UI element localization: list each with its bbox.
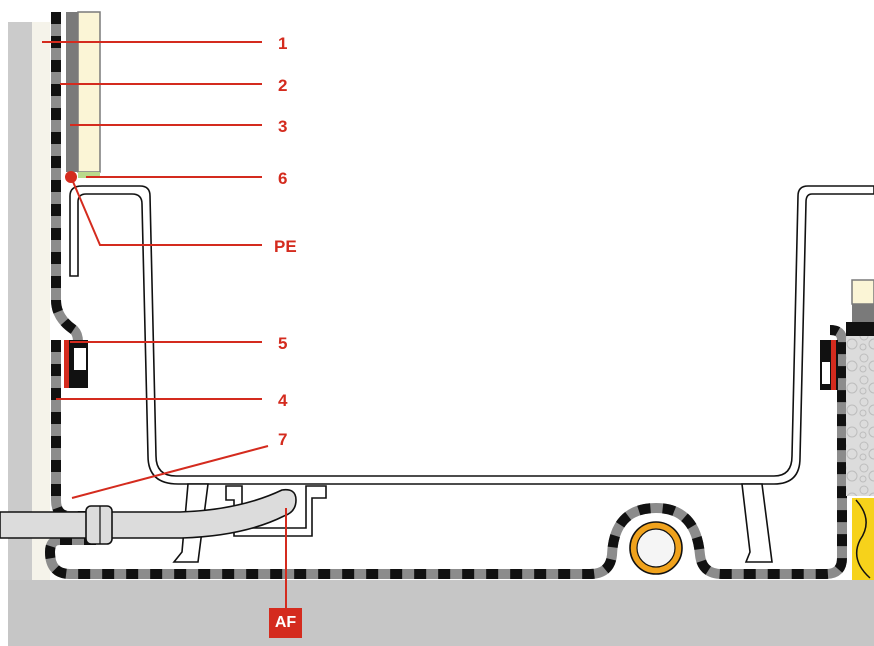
right-black-block (846, 322, 874, 336)
lower-tile-right-inner (822, 362, 830, 384)
label-7: 7 (278, 430, 287, 449)
lower-tile-left-inner (74, 348, 86, 370)
right-adhesive (852, 304, 874, 322)
wall-tile (77, 11, 101, 173)
label-pe: PE (274, 237, 297, 256)
leader-pe (70, 176, 262, 246)
shower-tray (69, 185, 874, 485)
label-3: 3 (278, 117, 287, 136)
drain-pipe (0, 488, 297, 539)
label-6: 6 (278, 169, 287, 188)
label-af: AF (269, 608, 302, 638)
label-2: 2 (278, 76, 287, 95)
sealing-tape-right (831, 340, 836, 390)
label-4: 4 (278, 391, 288, 410)
label-5: 5 (278, 334, 287, 353)
right-insulation (846, 336, 874, 496)
joint-seal (78, 172, 100, 178)
wall-plaster (32, 22, 50, 582)
sealing-tape-left (64, 340, 69, 388)
tile-adhesive (66, 12, 78, 172)
floor-slab (8, 580, 874, 646)
wall (8, 22, 32, 582)
right-tile-top (851, 279, 874, 305)
heating-pipe-inner (636, 528, 676, 568)
yellow-insulation-wave (855, 499, 871, 579)
tray-foot-right (741, 483, 773, 563)
sealing-membrane (45, 12, 847, 579)
label-1: 1 (278, 34, 287, 53)
leader-7 (71, 445, 269, 499)
pipe-socket (85, 505, 113, 545)
